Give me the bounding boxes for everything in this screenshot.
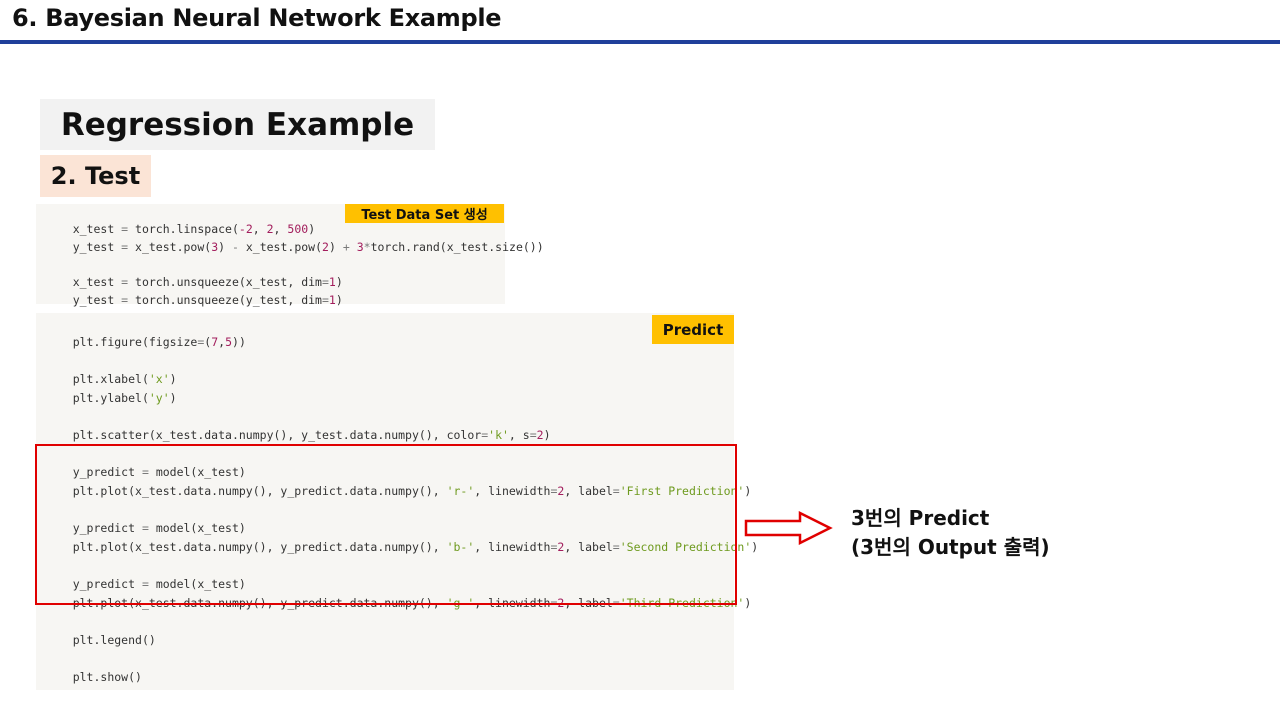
code-line: y_test = x_test.pow(3) - x_test.pow(2) +… [72, 240, 544, 254]
code-line: plt.legend() [72, 633, 156, 647]
code-line: plt.show() [72, 670, 142, 684]
code-line: plt.plot(x_test.data.numpy(), y_predict.… [72, 484, 752, 498]
title-underline [0, 40, 1280, 44]
code-line: x_test = torch.unsqueeze(x_test, dim=1) [72, 275, 343, 289]
section-title: Regression Example [40, 99, 435, 150]
tag-predict: Predict [652, 315, 734, 344]
tag-test-data-set: Test Data Set 생성 [345, 204, 504, 223]
code-line: y_predict = model(x_test) [72, 465, 246, 479]
annotation-line-1: 3번의 Predict [851, 506, 990, 530]
subsection-title: 2. Test [40, 155, 151, 197]
code-line: plt.xlabel('x') [72, 372, 177, 386]
code-line: plt.plot(x_test.data.numpy(), y_predict.… [72, 540, 759, 554]
code-line: y_test = torch.unsqueeze(y_test, dim=1) [72, 293, 343, 307]
slide-title: 6. Bayesian Neural Network Example [12, 4, 502, 32]
code-block-predict: plt.figure(figsize=(7,5)) plt.xlabel('x'… [36, 313, 758, 690]
code-line: plt.ylabel('y') [72, 391, 177, 405]
code-line: plt.scatter(x_test.data.numpy(), y_test.… [72, 428, 551, 442]
code-line: y_predict = model(x_test) [72, 521, 246, 535]
code-line: y_predict = model(x_test) [72, 577, 246, 591]
annotation-note: 3번의 Predict (3번의 Output 출력) [851, 504, 1050, 562]
code-line: plt.figure(figsize=(7,5)) [72, 335, 246, 349]
code-line: x_test = torch.linspace(-2, 2, 500) [72, 222, 316, 236]
annotation-line-2: (3번의 Output 출력) [851, 535, 1050, 559]
highlight-box-predictions [35, 444, 737, 605]
right-arrow-icon [744, 511, 833, 545]
